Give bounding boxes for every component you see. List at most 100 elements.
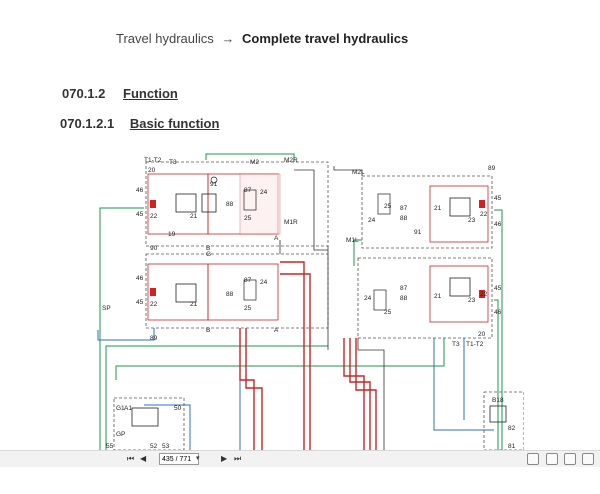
- section-title-link[interactable]: Basic function: [129, 116, 220, 131]
- viewer-tools: [523, 453, 594, 467]
- valve-block-bottom-right: [483, 391, 524, 450]
- schematic-label: 25: [244, 215, 252, 222]
- hydraulic-line-red: [280, 273, 311, 450]
- schematic-label: M2: [250, 159, 259, 166]
- schematic-label: 22: [480, 211, 488, 218]
- schematic-label: 21: [434, 293, 442, 300]
- schematic-label: 22: [150, 213, 158, 220]
- schematic-label: 88: [400, 215, 408, 222]
- schematic-label: A1: [124, 405, 132, 412]
- schematic-label: 88: [400, 295, 408, 302]
- schematic-label: 20: [148, 167, 156, 174]
- schematic-label: A: [274, 235, 279, 242]
- schematic-label: 25: [244, 305, 252, 312]
- hydraulic-line-green: [353, 239, 362, 266]
- valve-inner-red: [239, 173, 281, 235]
- page-dropdown-icon[interactable]: ▾: [196, 455, 200, 462]
- valve-spool: [489, 405, 507, 423]
- schematic-label: 87: [400, 205, 408, 212]
- zoom-in-icon[interactable]: [545, 453, 558, 465]
- hydraulic-line-green: [205, 153, 295, 162]
- schematic-label: 89: [488, 165, 496, 172]
- valve-block-mid-right: [357, 257, 493, 339]
- schematic-label: T3: [452, 341, 460, 348]
- last-page-icon[interactable]: ⏭: [234, 454, 242, 463]
- breadcrumb-parent[interactable]: Travel hydraulics: [116, 31, 214, 46]
- schematic-label: T1-T2: [466, 341, 484, 348]
- port-marker-red: [479, 200, 485, 208]
- schematic-label: 88: [226, 201, 234, 208]
- page-number-input[interactable]: [159, 453, 199, 465]
- schematic-label: T1-T2: [144, 157, 162, 164]
- hydraulic-line-red: [239, 328, 255, 450]
- first-page-icon[interactable]: ⏮: [127, 454, 135, 463]
- prev-page-icon[interactable]: ◀: [140, 454, 147, 463]
- schematic-label: 45: [136, 211, 144, 218]
- schematic-label: 24: [260, 189, 268, 196]
- schematic-label: 52: [150, 443, 158, 450]
- schematic-label: M2R: [284, 157, 298, 164]
- hydraulic-schematic: T1-T2 T3 20 M2R M2 M1R 46 45 22 21 91 88…: [97, 153, 524, 450]
- hydraulic-line-dark: [294, 169, 328, 251]
- hydraulic-line-red: [245, 328, 263, 450]
- zoom-out-icon[interactable]: [527, 453, 540, 465]
- schematic-label: 45: [136, 299, 144, 306]
- schematic-label: 45: [494, 195, 502, 202]
- port-marker-red: [479, 290, 485, 298]
- next-page-icon[interactable]: ▶: [221, 454, 228, 463]
- schematic-label: G1: [116, 405, 125, 412]
- breadcrumb-arrow-icon: →: [221, 31, 235, 46]
- schematic-label: M1L: [346, 237, 359, 244]
- print-icon[interactable]: [582, 453, 594, 465]
- hydraulic-line-dark: [357, 338, 385, 450]
- schematic-label: 46: [136, 275, 144, 282]
- schematic-label: GP: [116, 431, 125, 438]
- hydraulic-line-dark: [333, 166, 363, 176]
- schematic-label: M1R: [284, 219, 298, 226]
- schematic-label: 23: [468, 217, 476, 224]
- hydraulic-line-green: [115, 338, 445, 380]
- hydraulic-line-red: [280, 261, 305, 450]
- schematic-label: B: [206, 245, 210, 252]
- schematic-label: 24: [260, 279, 268, 286]
- valve-spool: [201, 193, 217, 213]
- schematic-label: 50: [174, 405, 182, 412]
- hydraulic-line-green: [99, 207, 144, 450]
- schematic-label: 25: [384, 203, 392, 210]
- schematic-label: 19: [168, 231, 176, 238]
- breadcrumb-current: Complete travel hydraulics: [242, 31, 409, 46]
- valve-spool: [377, 193, 391, 215]
- schematic-label: 87: [400, 285, 408, 292]
- valve-spool: [449, 277, 471, 297]
- schematic-label: 21: [190, 301, 198, 308]
- schematic-label: 88: [226, 291, 234, 298]
- schematic-label: 21: [190, 213, 198, 220]
- valve-inner-red: [429, 265, 489, 323]
- schematic-label: 22: [150, 301, 158, 308]
- port-marker-red: [150, 288, 156, 296]
- section-number: 070.1.2: [62, 86, 106, 101]
- check-valve: [210, 176, 218, 184]
- schematic-label: 55: [106, 443, 114, 450]
- schematic-label: 46: [136, 187, 144, 194]
- schematic-label: 90: [150, 245, 158, 252]
- breadcrumb: Travel hydraulics → Complete travel hydr…: [116, 31, 408, 46]
- hydraulic-line-red: [349, 338, 371, 450]
- section-title-link[interactable]: Function: [123, 86, 178, 101]
- valve-inner-red: [207, 263, 279, 321]
- fullscreen-icon[interactable]: [563, 453, 576, 465]
- schematic-label: 91: [210, 181, 218, 188]
- schematic-label: 25: [384, 309, 392, 316]
- valve-spool: [373, 289, 387, 311]
- hydraulic-line-red: [355, 338, 377, 450]
- schematic-label: 20: [478, 331, 486, 338]
- schematic-label: B: [206, 327, 210, 334]
- hydraulic-line-blue: [97, 328, 155, 341]
- section-number: 070.1.2.1: [60, 116, 115, 131]
- schematic-label: 87: [244, 187, 252, 194]
- valve-inner-red: [147, 263, 209, 321]
- schematic-label: 22: [480, 291, 488, 298]
- hydraulic-line-green: [494, 209, 503, 450]
- valve-spool: [243, 279, 257, 301]
- schematic-label: 53: [162, 443, 170, 450]
